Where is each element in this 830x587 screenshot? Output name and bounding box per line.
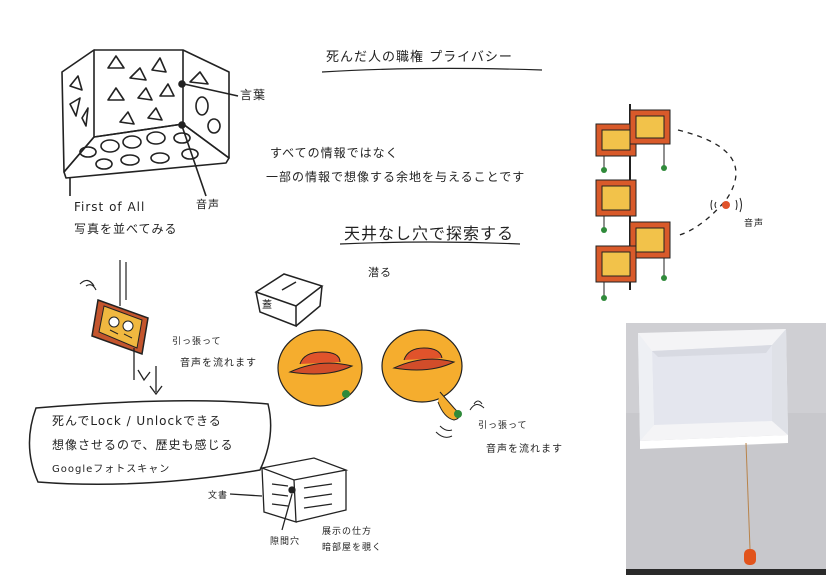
idea-underline bbox=[339, 241, 521, 245]
note-line-2: 一部の情報で想像する余地を与えることです bbox=[266, 170, 526, 184]
frame-pull-line-2: 音声を流れます bbox=[180, 358, 257, 369]
label-audio: 音声 bbox=[196, 198, 220, 211]
caption-first-of-all: First of All bbox=[74, 200, 146, 214]
hanging-frame-sketch bbox=[79, 260, 163, 396]
title-underline bbox=[321, 67, 543, 73]
box-label-right-2: 暗部屋を覗く bbox=[322, 543, 383, 553]
box-diagram bbox=[229, 457, 349, 531]
caption-photos: 写真を並べてみる bbox=[74, 222, 178, 236]
hat-sketch-right bbox=[381, 329, 485, 438]
photo-wall-sketch bbox=[61, 49, 239, 197]
frame-pull-line-1: 引っ張って bbox=[172, 337, 222, 347]
box-label-right-1: 展示の仕方 bbox=[322, 527, 373, 537]
idea-heading: 天井なし穴で探索する bbox=[344, 224, 515, 243]
lock-note-line-1: 死んでLock / Unlockできる bbox=[52, 414, 222, 428]
box-label-left: 文書 bbox=[208, 491, 229, 501]
cube-label: 蓋 bbox=[262, 300, 273, 311]
lock-note-line-2: 想像させるので、歴史も感じる bbox=[52, 438, 234, 452]
wall-audio-label: 音声 bbox=[744, 219, 765, 229]
note-line-1: すべての情報ではなく bbox=[270, 146, 399, 160]
hat-pull-line-1: 引っ張って bbox=[478, 421, 528, 431]
lock-note-box bbox=[28, 400, 272, 486]
wall-frames-diagram bbox=[595, 104, 742, 301]
page-title: 死んだ人の職権 プライバシー bbox=[326, 50, 513, 65]
hat-pull-line-2: 音声を流れます bbox=[486, 444, 563, 455]
prototype-photo bbox=[626, 323, 826, 575]
prototype-photo-drawing bbox=[626, 323, 826, 575]
cube-sketch bbox=[254, 273, 324, 328]
hat-sketch-left bbox=[277, 329, 363, 407]
idea-sub: 潜る bbox=[368, 266, 392, 279]
label-speech: 言葉 bbox=[240, 88, 267, 102]
lock-note-line-3: Googleフォトスキャン bbox=[52, 464, 171, 475]
box-label-bottom: 隙間穴 bbox=[270, 537, 301, 547]
